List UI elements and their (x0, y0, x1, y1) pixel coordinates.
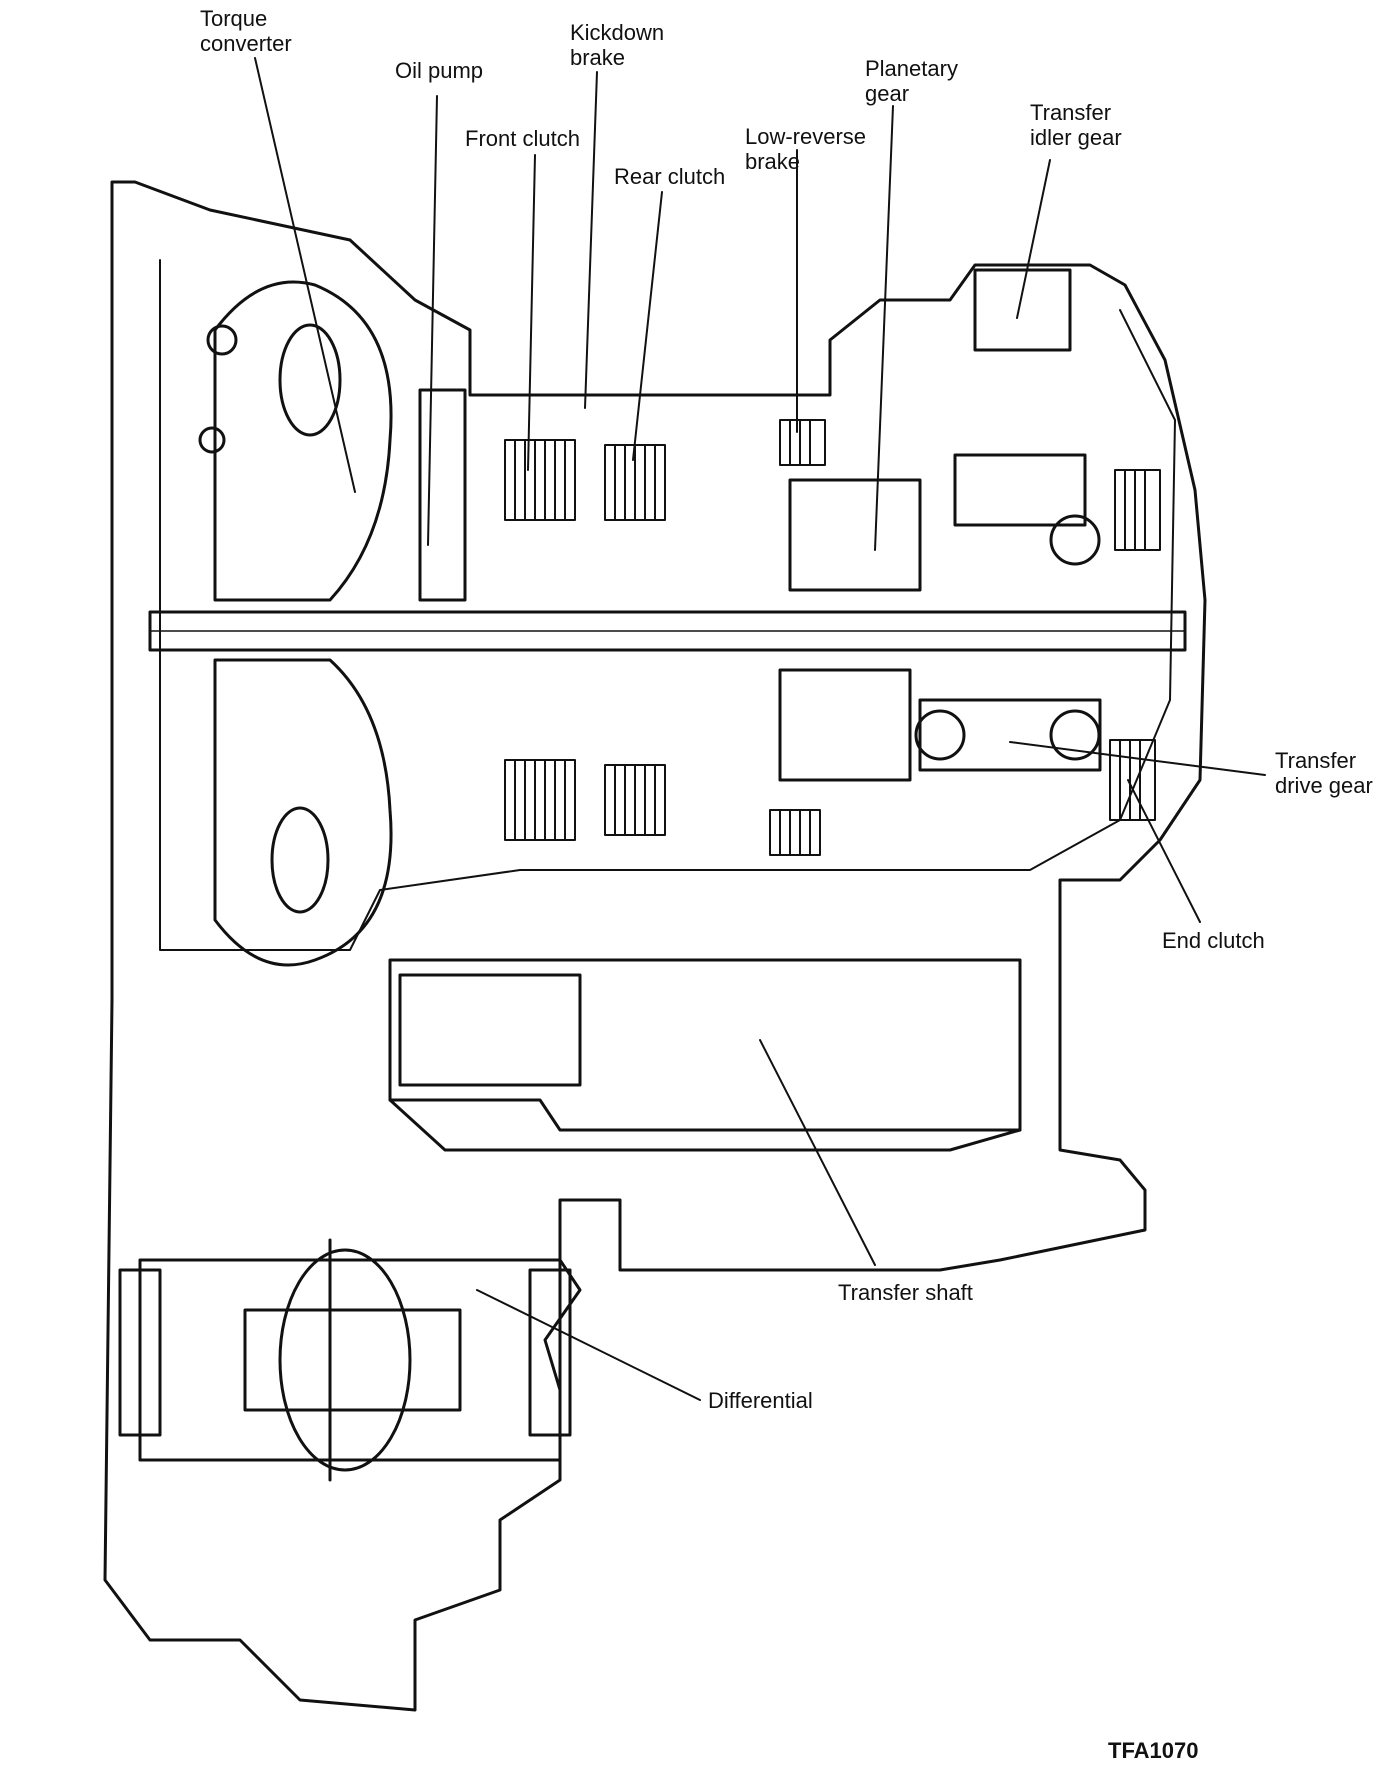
label-front-clutch: Front clutch (465, 126, 580, 151)
leader-end-clutch (1127, 779, 1201, 923)
transfer-shaft-body (388, 958, 1022, 1152)
end-clutch-pack (1109, 469, 1161, 821)
label-low-reverse-brake: Low-reverse brake (745, 124, 867, 174)
label-oil-pump: Oil pump (395, 58, 484, 83)
oil-pump-body (418, 388, 467, 602)
label-kickdown-brake: Kickdown brake (570, 20, 665, 70)
figure-code: TFA1070 (1108, 1738, 1199, 1763)
inner-housing-line (159, 259, 1176, 951)
planetary-gearset (778, 478, 922, 782)
leader-planetary-gear (874, 105, 894, 551)
converter-hub-lower (198, 426, 226, 454)
leader-transfer-idler-gear (1016, 159, 1051, 319)
leader-transfer-shaft (759, 1039, 876, 1266)
leader-differential (476, 1289, 701, 1401)
torque-converter-upper (213, 280, 393, 602)
leader-transfer-drive-gear (1009, 741, 1266, 776)
transmission-housing (103, 180, 1207, 1712)
leader-lines (254, 57, 1266, 1401)
transfer-idler-gear-assembly (953, 268, 1101, 566)
label-transfer-shaft: Transfer shaft (838, 1280, 973, 1305)
torque-converter-turbine-upper (278, 323, 342, 437)
label-end-clutch: End clutch (1162, 928, 1265, 953)
transfer-drive-gear-assembly (914, 698, 1102, 772)
front-clutch-pack (504, 439, 576, 841)
rear-clutch-pack (604, 444, 666, 836)
differential-assembly (118, 1238, 572, 1482)
leader-torque-converter (254, 57, 356, 493)
torque-converter-turbine-lower (270, 806, 330, 914)
label-transfer-idler-gear: Transfer idler gear (1030, 100, 1122, 150)
torque-converter-lower (213, 658, 393, 967)
label-planetary-gear: Planetary gear (865, 56, 958, 106)
leader-kickdown-brake (584, 71, 598, 409)
leader-oil-pump (427, 95, 438, 546)
label-differential: Differential (708, 1388, 813, 1413)
label-torque-converter: Torque converter (200, 6, 292, 56)
low-reverse-brake-pack (769, 419, 826, 856)
leader-front-clutch (527, 154, 536, 471)
label-rear-clutch: Rear clutch (614, 164, 726, 189)
converter-hub-upper (206, 324, 238, 356)
label-transfer-drive-gear: Transfer drive gear (1275, 748, 1373, 798)
leader-rear-clutch (632, 191, 663, 461)
